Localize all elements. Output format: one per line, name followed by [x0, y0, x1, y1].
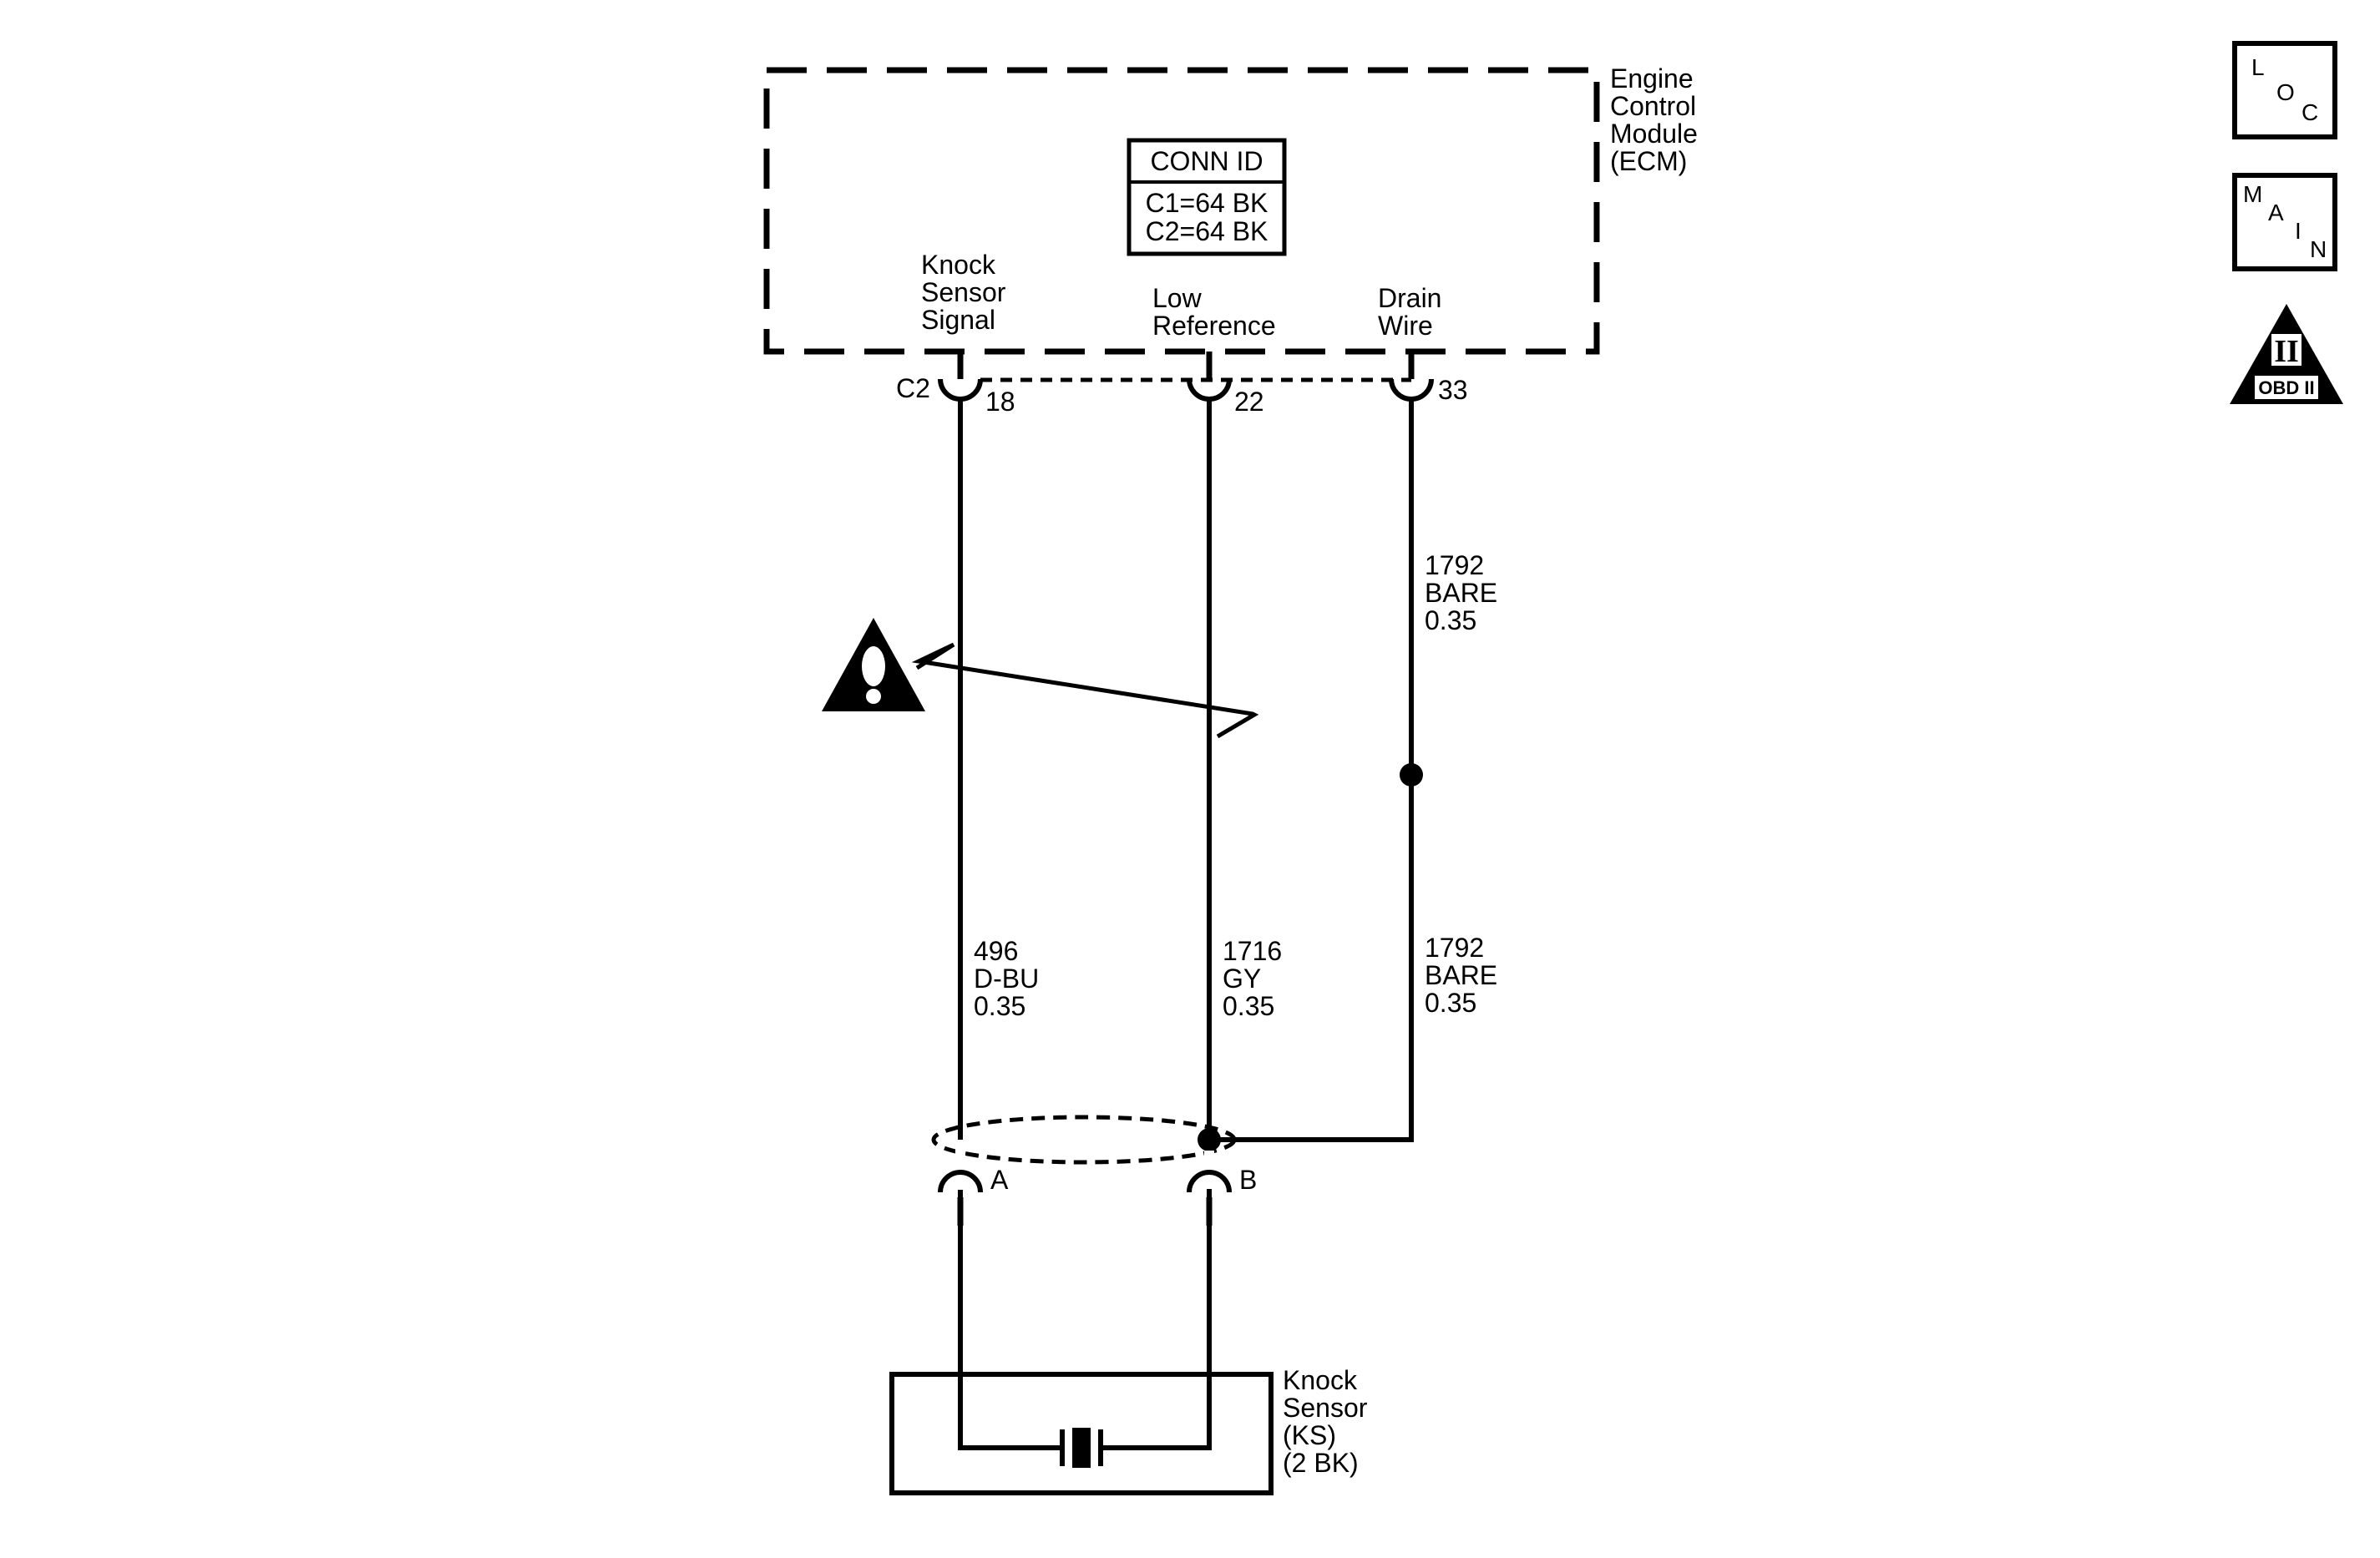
caution-icon[interactable] — [822, 618, 925, 711]
sensor-pin-a-label: A — [990, 1165, 1009, 1195]
twisted-pair-marker — [911, 642, 1259, 739]
main-nav-icon[interactable]: M A I N — [2232, 173, 2337, 271]
pin-number-22: 22 — [1234, 387, 1264, 417]
svg-text:O: O — [2276, 79, 2295, 105]
svg-text:M: M — [2243, 181, 2262, 207]
pin-number-18: 18 — [985, 387, 1015, 417]
wire-label-1792-upper: 1792 BARE 0.35 — [1425, 550, 1505, 635]
ecm-pin-18[interactable] — [938, 352, 983, 402]
svg-text:C: C — [2302, 99, 2318, 125]
sensor-connector-pin-a[interactable] — [938, 1140, 983, 1226]
conn-id-box[interactable]: CONN ID C1=64 BK C2=64 BK — [1127, 138, 1287, 256]
wire-label-1792-lower: 1792 BARE 0.35 — [1425, 933, 1505, 1018]
svg-text:N: N — [2310, 236, 2327, 262]
wire-label-1716: 1716 GY 0.35 — [1223, 936, 1289, 1021]
svg-text:II: II — [2274, 334, 2299, 369]
knock-sensor-name: Knock Sensor (KS) (2 BK) — [1283, 1365, 1375, 1478]
terminal-label-drain-wire: Drain Wire — [1378, 283, 1449, 341]
wire-label-496: 496 D-BU 0.35 — [974, 936, 1046, 1021]
knock-sensor-box[interactable] — [889, 1226, 1274, 1495]
wire-1792-drain[interactable] — [1209, 399, 1414, 1142]
obd-ii-nav-icon[interactable]: II OBD II — [2230, 304, 2343, 404]
shield-ellipse — [931, 1115, 1237, 1165]
conn-id-title: CONN ID — [1150, 146, 1263, 176]
splice-dot-shield — [1198, 1128, 1221, 1151]
svg-text:OBD II: OBD II — [2258, 377, 2314, 398]
terminal-label-low-reference: Low Reference — [1152, 283, 1276, 341]
conn-id-line-2: C2=64 BK — [1146, 216, 1268, 246]
terminal-label-knock-sensor-signal: Knock Sensor Signal — [921, 250, 1013, 335]
sensor-connector-pin-b[interactable] — [1187, 1151, 1232, 1226]
svg-text:L: L — [2251, 54, 2265, 80]
loc-nav-icon[interactable]: L O C — [2232, 41, 2337, 139]
connector-c2-label: C2 — [896, 373, 930, 403]
conn-id-line-1: C1=64 BK — [1146, 188, 1268, 218]
splice-dot-drain — [1400, 763, 1423, 787]
ecm-pin-33[interactable] — [1389, 352, 1434, 402]
ecm-name: Engine Control Module (ECM) — [1610, 63, 1705, 176]
svg-text:A: A — [2268, 200, 2284, 225]
svg-text:I: I — [2295, 218, 2302, 244]
sensor-pin-b-label: B — [1239, 1165, 1257, 1195]
ecm-pin-22[interactable] — [1187, 352, 1232, 402]
ecm-module: Engine Control Module (ECM) — [763, 63, 1705, 355]
pin-number-33: 33 — [1438, 375, 1468, 405]
